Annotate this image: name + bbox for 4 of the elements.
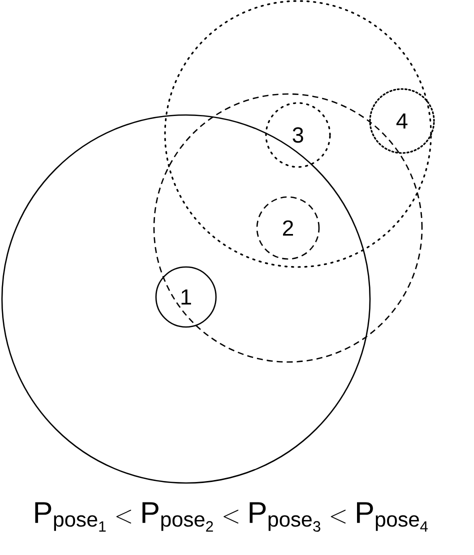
dashed-circle	[153, 93, 423, 363]
dotted-circle	[164, 0, 432, 268]
inequality-formula: $\mathrm{P}_{\mathrm{pose}_{\mathrm{1}}} < \mathrm{P}_{\mathrm{pose}_{\mathrm{2}}} < \mathrm{P}_{\mathrm{pose}_{\mathrm{3}}} < \mathrm{P}_{\mathrm{pose}_{\mathrm{4}}}$	[35, 502, 428, 532]
solid-circle	[1, 114, 371, 484]
